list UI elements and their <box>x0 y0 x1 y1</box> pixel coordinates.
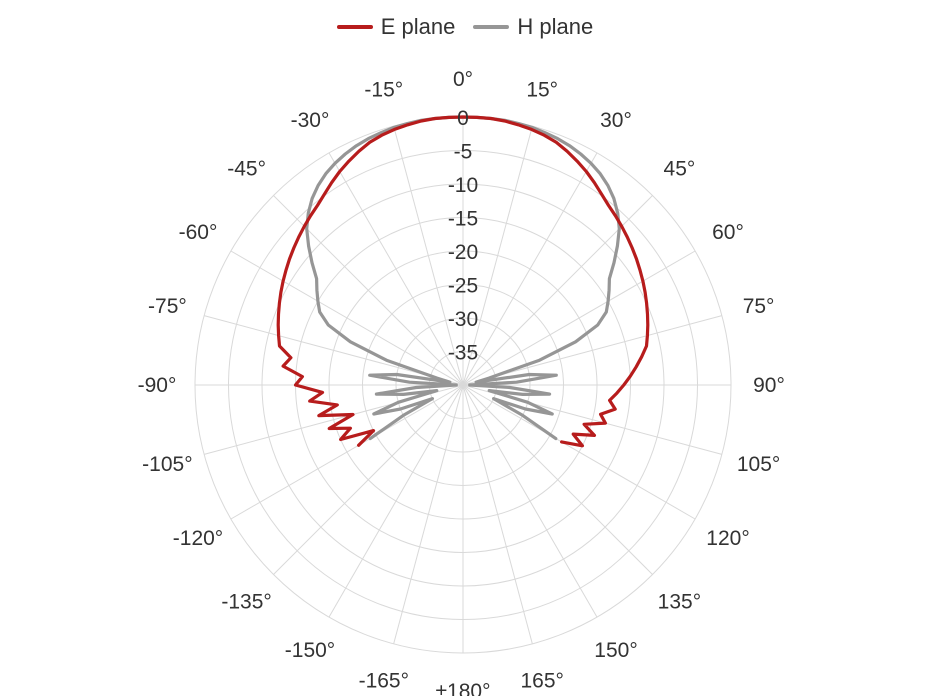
radial-tick-label-m15: -15 <box>448 208 478 231</box>
radial-tick-label-m5: -5 <box>454 141 473 164</box>
angle-tick-label-0: 0° <box>453 68 473 91</box>
angle-tick-label-150: 150° <box>594 639 637 662</box>
grid-spoke-m30 <box>328 152 464 386</box>
angle-tick-label-75: 75° <box>743 295 775 318</box>
grid-spoke-135 <box>462 384 653 575</box>
angle-tick-label-m165: -165° <box>359 670 409 693</box>
legend: E plane H plane <box>0 14 930 40</box>
radial-tick-label-m20: -20 <box>448 241 478 264</box>
angle-tick-label-45: 45° <box>664 158 696 181</box>
legend-label-e-plane: E plane <box>380 14 456 39</box>
grid-spoke-m135 <box>273 384 464 575</box>
legend-swatch-e-plane <box>336 25 373 29</box>
legend-item-h-plane[interactable]: H plane <box>473 14 593 40</box>
angle-tick-label-30: 30° <box>600 109 632 132</box>
angle-tick-label-m30: -30° <box>291 109 330 132</box>
angle-tick-label-120: 120° <box>706 527 749 550</box>
grid-spoke-15 <box>462 126 533 386</box>
legend-item-e-plane[interactable]: E plane <box>336 14 456 40</box>
angle-tick-label-m15: -15° <box>364 78 403 101</box>
radial-tick-labels: 0 -5 -10 -15 -20 -25 -30 -35 <box>448 107 478 365</box>
grid-spoke-120 <box>462 384 696 520</box>
grid-spoke-m165 <box>393 384 464 644</box>
grid-spoke-m15 <box>393 126 464 386</box>
radial-tick-label-0: 0 <box>457 107 469 130</box>
grid-spoke-m60 <box>230 250 464 386</box>
grid-spoke-150 <box>462 384 598 618</box>
grid-spoke-m120 <box>230 384 464 520</box>
angle-tick-label-m90: -90° <box>138 374 177 397</box>
angle-tick-label-m135: -135° <box>221 590 271 613</box>
grid-spoke-m150 <box>328 384 464 618</box>
angle-tick-label-m105: -105° <box>142 453 192 476</box>
grid-spoke-m45 <box>273 195 464 386</box>
grid-spoke-60 <box>462 250 696 386</box>
radial-tick-label-m35: -35 <box>448 342 478 365</box>
angle-tick-label-m150: -150° <box>285 639 335 662</box>
angle-tick-label-60: 60° <box>712 221 744 244</box>
angle-tick-label-105: 105° <box>737 453 780 476</box>
grid-spoke-45 <box>462 195 653 386</box>
grid-spokes <box>195 117 731 653</box>
angle-tick-label-m45: -45° <box>227 158 266 181</box>
angle-tick-label-90: 90° <box>753 374 785 397</box>
angle-tick-label-135: 135° <box>658 590 701 613</box>
radial-tick-label-m25: -25 <box>448 275 478 298</box>
radial-tick-label-m30: -30 <box>448 308 478 331</box>
legend-swatch-h-plane <box>473 25 510 29</box>
angle-tick-label-15: 15° <box>526 78 558 101</box>
legend-label-h-plane: H plane <box>517 14 594 39</box>
angle-tick-label-m75: -75° <box>148 295 187 318</box>
angle-tick-label-m60: -60° <box>179 221 218 244</box>
angle-tick-label-180: ±180° <box>436 680 491 696</box>
angle-tick-label-165: 165° <box>520 670 563 693</box>
grid-spoke-30 <box>462 152 598 386</box>
angle-tick-labels: 0° 15° 30° 45° 60° 75° 90° 105° 120° 135° 150° 165°… <box>138 68 785 696</box>
series-layer <box>276 115 650 448</box>
radial-tick-label-m10: -10 <box>448 174 478 197</box>
series-line-e-plane <box>276 115 650 448</box>
grid-spoke-165 <box>462 384 533 644</box>
angle-tick-label-m120: -120° <box>173 527 223 550</box>
